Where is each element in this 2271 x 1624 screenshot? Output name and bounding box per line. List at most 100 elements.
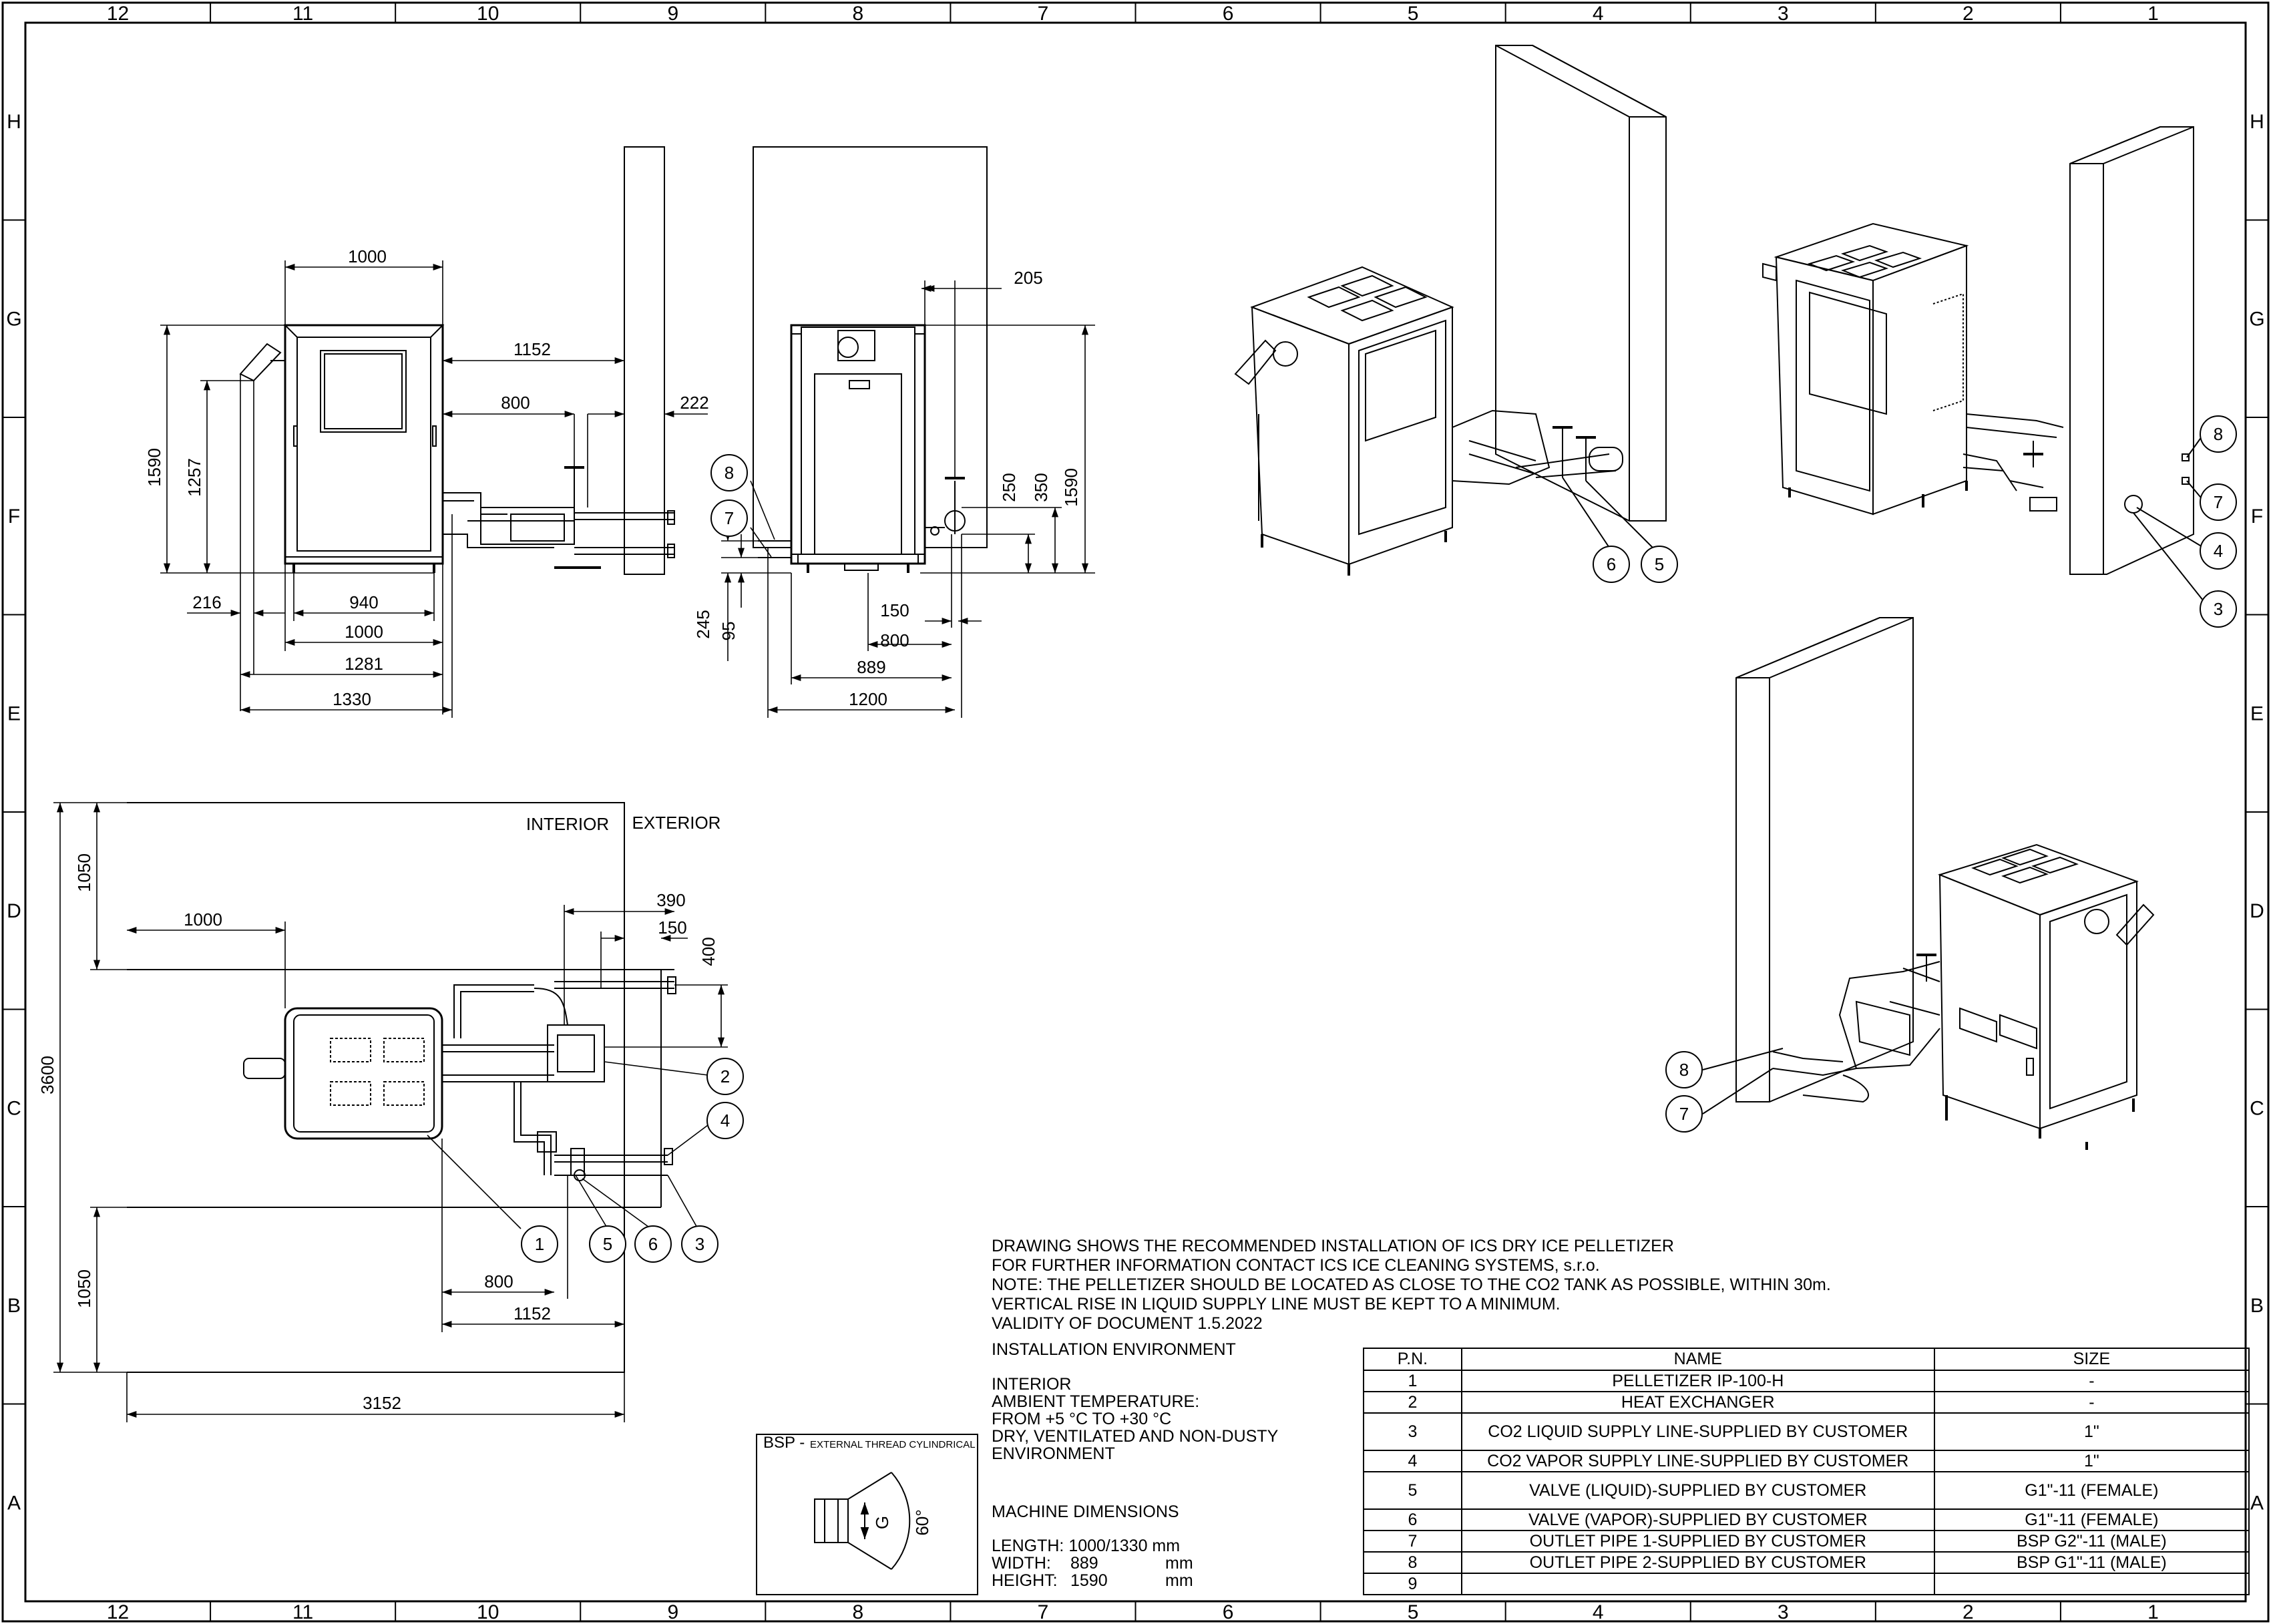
iso2-balloons: 8 7 4 3 bbox=[2200, 415, 2237, 628]
cell-pn: 6 bbox=[1363, 1508, 1462, 1531]
balloon-label: 3 bbox=[695, 1234, 704, 1254]
front-wall bbox=[624, 146, 665, 575]
table-row: 4 CO2 VAPOR SUPPLY LINE-SUPPLIED BY CUST… bbox=[1363, 1450, 2250, 1472]
zone-row-label: E bbox=[2250, 702, 2264, 725]
exterior-label: EXTERIOR bbox=[632, 813, 721, 833]
table-row: 6 VALVE (VAPOR)-SUPPLIED BY CUSTOMER G1"… bbox=[1363, 1508, 2250, 1531]
dim-text: 1200 bbox=[849, 689, 887, 709]
dim-text: 1590 bbox=[1061, 468, 1081, 507]
zone-column-label: 4 bbox=[1593, 3, 1604, 25]
zone-column-label: 12 bbox=[107, 3, 129, 25]
zone-row-label: B bbox=[2250, 1295, 2264, 1317]
zone-row-label: C bbox=[7, 1097, 21, 1119]
zone-column-label: 10 bbox=[477, 3, 499, 25]
zone-row-label: A bbox=[7, 1492, 21, 1514]
cell-pn: 4 bbox=[1363, 1450, 1462, 1472]
cell-name: OUTLET PIPE 2-SUPPLIED BY CUSTOMER bbox=[1460, 1551, 1935, 1574]
side-view-dim-text: 205 250 350 1590 245 95 150 800 889 1200 bbox=[693, 268, 1081, 709]
dim-text: 250 bbox=[999, 473, 1019, 501]
iso-view-3 bbox=[1702, 617, 2155, 1150]
cell-pn: 3 bbox=[1363, 1412, 1462, 1451]
note-line: VERTICAL RISE IN LIQUID SUPPLY LINE MUST… bbox=[992, 1295, 1561, 1313]
zone-column-label: 2 bbox=[1963, 1601, 1974, 1623]
front-view-dim-text: 1000 1152 800 222 1590 1257 216 940 1000… bbox=[144, 246, 709, 709]
cell-size: - bbox=[1933, 1370, 2250, 1392]
zone-column-label: 2 bbox=[1963, 3, 1974, 25]
balloon-label: 5 bbox=[603, 1234, 612, 1254]
balloon-label: 4 bbox=[2214, 541, 2223, 561]
balloon-label: 8 bbox=[1679, 1060, 1689, 1080]
balloon-label: 5 bbox=[1655, 554, 1664, 574]
balloon-label: 8 bbox=[725, 463, 734, 483]
iso2-wall bbox=[2069, 126, 2194, 575]
zone-ticks bbox=[3, 3, 2268, 1621]
side-view-balloons: 8 7 bbox=[710, 454, 748, 537]
installation-environment: INTERIOR AMBIENT TEMPERATURE: FROM +5 °C… bbox=[992, 1376, 1278, 1462]
zone-column-label: 6 bbox=[1223, 3, 1234, 25]
balloon-label: 3 bbox=[2214, 599, 2223, 619]
iso-view-2 bbox=[1762, 126, 2204, 602]
iso3-wall bbox=[1735, 617, 1914, 1102]
table-row: 7 OUTLET PIPE 1-SUPPLIED BY CUSTOMER BSP… bbox=[1363, 1530, 2250, 1553]
iso2-piping bbox=[1966, 413, 2064, 438]
balloon-label: 2 bbox=[720, 1066, 730, 1086]
interior-label: INTERIOR bbox=[526, 814, 609, 834]
dim-text: 400 bbox=[698, 937, 718, 966]
table-row: 1 PELLETIZER IP-100-H - bbox=[1363, 1370, 2250, 1392]
dim-text: 150 bbox=[880, 600, 909, 620]
zone-row-label: D bbox=[2250, 900, 2264, 922]
dim-text: 216 bbox=[192, 592, 221, 612]
cell-name: HEAT EXCHANGER bbox=[1460, 1391, 1935, 1414]
top-view-dimensions bbox=[53, 802, 728, 1422]
dim-text: 245 bbox=[693, 610, 713, 638]
zone-column-label: 4 bbox=[1593, 1601, 1604, 1623]
iso1-piping bbox=[1452, 409, 1551, 485]
top-heat-exchanger bbox=[547, 1024, 605, 1082]
iso2-screen bbox=[1809, 291, 1887, 415]
cell-name: OUTLET PIPE 1-SUPPLIED BY CUSTOMER bbox=[1460, 1530, 1935, 1553]
header-name: NAME bbox=[1460, 1348, 1935, 1371]
side-view-dimensions bbox=[721, 280, 1095, 718]
iso1-balloons: 6 5 bbox=[1593, 546, 1678, 583]
dim-text: 889 bbox=[857, 657, 885, 677]
cell-name bbox=[1460, 1573, 1935, 1595]
table-row: 5 VALVE (LIQUID)-SUPPLIED BY CUSTOMER G1… bbox=[1363, 1471, 2250, 1510]
zone-row-label: H bbox=[7, 111, 21, 133]
front-screen bbox=[320, 350, 407, 433]
dim-text: 1152 bbox=[513, 1303, 551, 1324]
bsp-g-label: G bbox=[872, 1516, 892, 1529]
balloon-label: 7 bbox=[1679, 1104, 1689, 1124]
zone-column-label: 7 bbox=[1038, 1601, 1049, 1623]
cell-pn: 7 bbox=[1363, 1530, 1462, 1553]
dim-text: 1050 bbox=[74, 1269, 94, 1308]
zone-row-label: E bbox=[7, 702, 21, 725]
zone-column-label: 3 bbox=[1778, 3, 1789, 25]
balloon-label: 6 bbox=[648, 1234, 658, 1254]
dim-text: 3600 bbox=[37, 1056, 57, 1094]
bsp-detail-text: BSP - EXTERNAL THREAD CYLINDRICAL G 60° bbox=[763, 1434, 976, 1536]
dim-text: 222 bbox=[680, 393, 708, 413]
header-pn: P.N. bbox=[1363, 1348, 1462, 1371]
table-row: 9 bbox=[1363, 1573, 2250, 1595]
side-view bbox=[753, 146, 988, 573]
zone-column-label: 11 bbox=[292, 1601, 313, 1623]
top-view-balloons: 2 4 1 5 6 3 bbox=[521, 1058, 744, 1263]
env-line: ENVIRONMENT bbox=[992, 1444, 1115, 1463]
dim-text: 1000 bbox=[348, 246, 387, 266]
height-unit: mm bbox=[1165, 1571, 1193, 1590]
balloon-label: 1 bbox=[535, 1234, 544, 1254]
top-view-dim-text: 1050 1000 3600 390 150 400 1050 800 1152… bbox=[37, 813, 720, 1413]
dim-text: 800 bbox=[501, 393, 530, 413]
zone-row-label: G bbox=[6, 308, 21, 330]
top-view bbox=[127, 802, 676, 1373]
cell-size: 1" bbox=[1933, 1412, 2250, 1451]
balloon-label: 8 bbox=[2214, 424, 2223, 444]
note-line: NOTE: THE PELLETIZER SHOULD BE LOCATED A… bbox=[992, 1275, 1831, 1294]
balloon-label: 6 bbox=[1607, 554, 1616, 574]
zone-row-label: G bbox=[2249, 308, 2264, 330]
width-value: 889 bbox=[1070, 1554, 1098, 1573]
bsp-angle-label: 60° bbox=[912, 1509, 932, 1535]
dim-text: 390 bbox=[656, 890, 685, 910]
